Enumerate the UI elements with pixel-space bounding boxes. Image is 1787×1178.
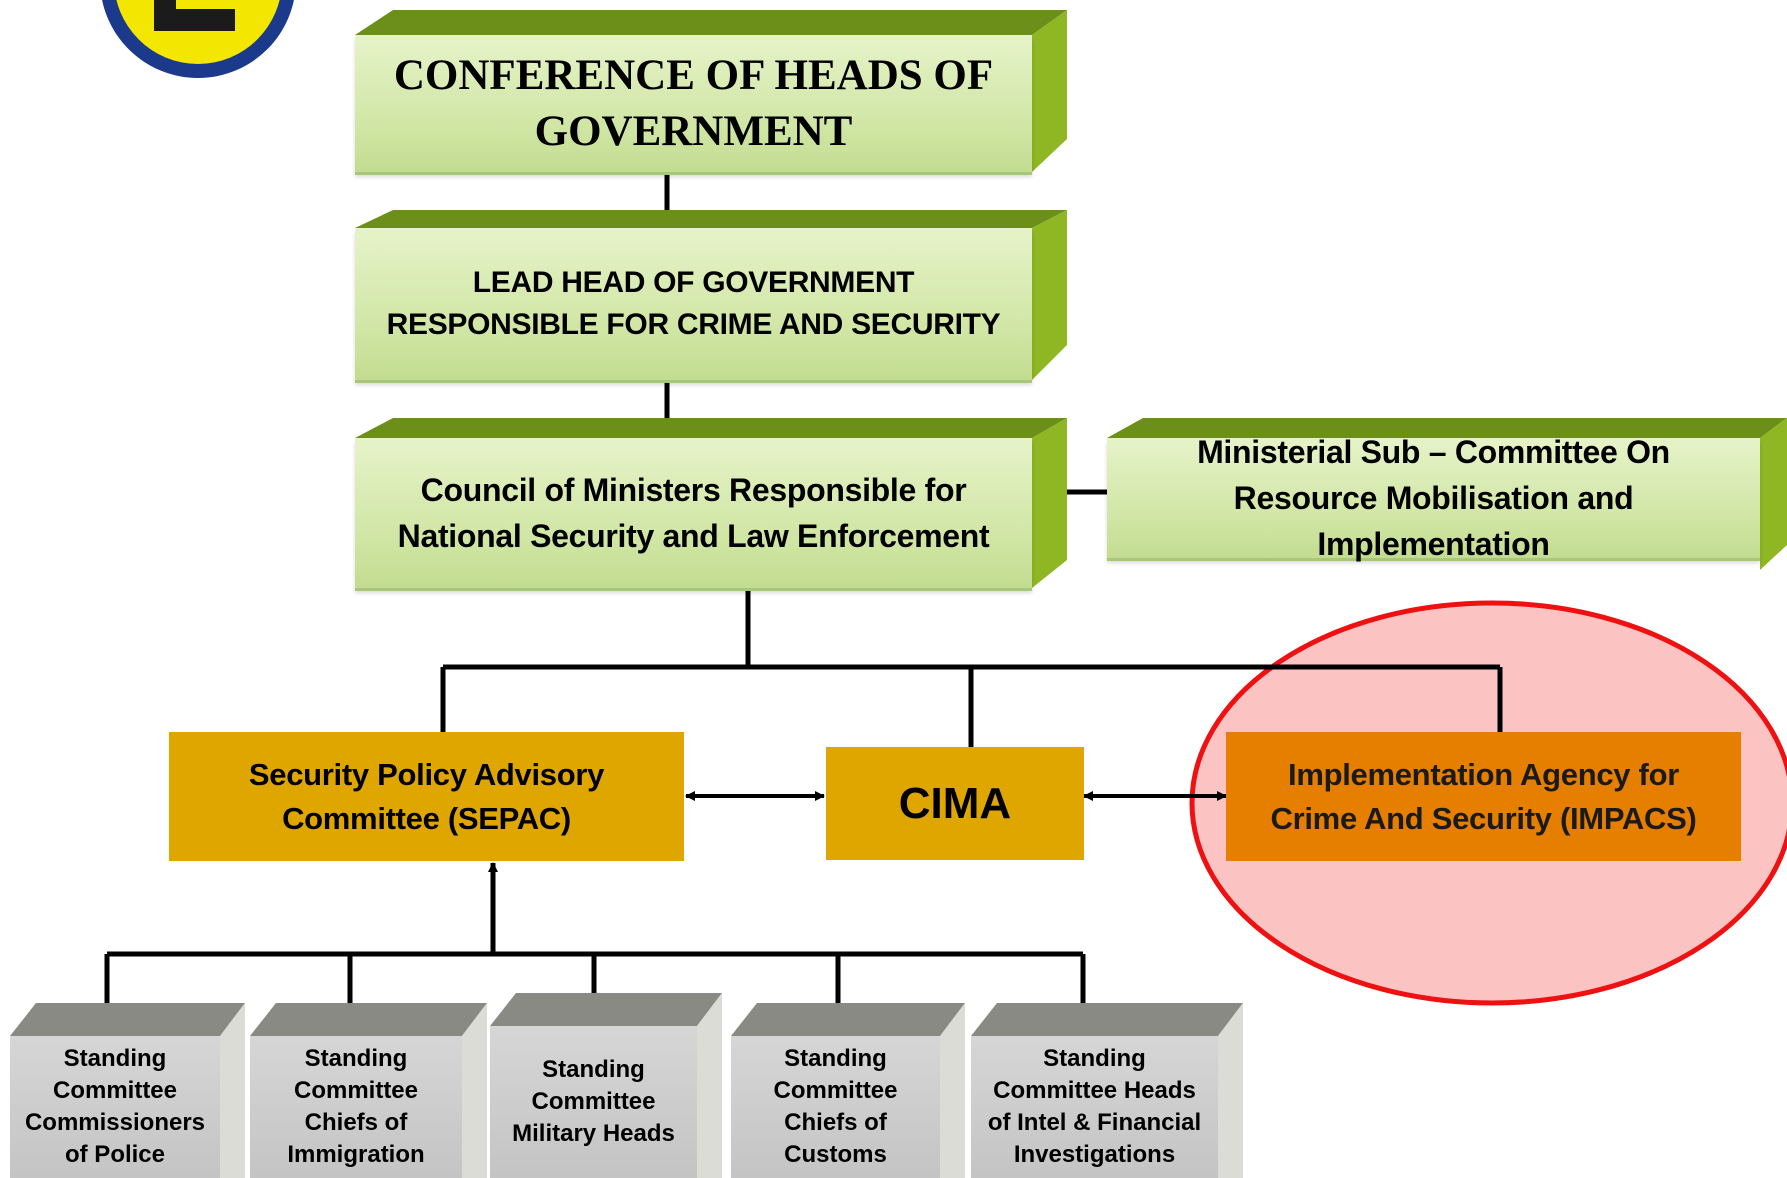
conference-box: CONFERENCE OF HEADS OF GOVERNMENT [355, 35, 1032, 172]
standing-committee-box: Standing Committee Commissioners of Poli… [10, 1036, 220, 1178]
sepac-box: Security Policy Advisory Committee (SEPA… [169, 732, 684, 861]
standing-committee-box: Standing Committee Chiefs of Customs [731, 1036, 940, 1178]
standing-committee-box: Standing Committee Chiefs of Immigration [250, 1036, 462, 1178]
standing-committee-box: Standing Committee Military Heads [490, 1026, 697, 1178]
council-box: Council of Ministers Responsible for Nat… [355, 438, 1032, 588]
standing-committee-label: Standing Committee Heads of Intel & Fina… [971, 1036, 1218, 1178]
standing-committee-label: Standing Committee Chiefs of Customs [731, 1036, 940, 1178]
cima-box: CIMA [826, 747, 1084, 860]
subcommittee-label: Ministerial Sub – Committee On Resource … [1107, 434, 1760, 562]
standing-committee-label: Standing Committee Military Heads [490, 1026, 697, 1178]
council-label: Council of Ministers Responsible for Nat… [355, 438, 1032, 588]
impacs-box: Implementation Agency for Crime And Secu… [1226, 732, 1741, 861]
subcommittee-box: Ministerial Sub – Committee On Resource … [1107, 434, 1760, 570]
standing-committee-box: Standing Committee Heads of Intel & Fina… [971, 1036, 1218, 1178]
standing-committee-label: Standing Committee Commissioners of Poli… [10, 1036, 220, 1178]
conference-label: CONFERENCE OF HEADS OF GOVERNMENT [355, 35, 1032, 172]
lead-head-box: LEAD HEAD OF GOVERNMENT RESPONSIBLE FOR … [355, 228, 1032, 380]
lead-head-label: LEAD HEAD OF GOVERNMENT RESPONSIBLE FOR … [355, 228, 1032, 380]
standing-committee-label: Standing Committee Chiefs of Immigration [250, 1036, 462, 1178]
logo-emblem [102, 0, 294, 78]
